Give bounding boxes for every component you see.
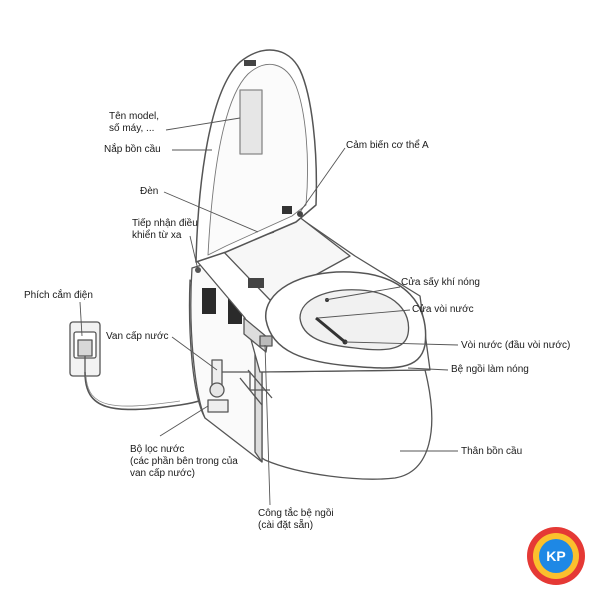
svg-text:KP: KP bbox=[546, 548, 565, 564]
label-bowl-body: Thân bồn cầu bbox=[461, 446, 523, 457]
label-heated-seat: Bệ ngồi làm nóng bbox=[451, 364, 529, 375]
label-lid: Nắp bồn cầu bbox=[104, 144, 161, 155]
label-light: Đèn bbox=[140, 186, 159, 197]
label-nozzle: Vòi nước (đầu vòi nước) bbox=[461, 340, 571, 351]
body-sensor bbox=[282, 206, 292, 214]
label-water-valve: Van cấp nước bbox=[106, 331, 169, 342]
label-body-sensor: Cảm biến cơ thể A bbox=[346, 140, 429, 151]
label-model-name: Tên model,số máy, ... bbox=[109, 111, 160, 134]
label-dryer-outlet: Cửa sấy khí nóng bbox=[401, 277, 480, 288]
label-seat-switch: Công tắc bệ ngồi(cài đặt sẵn) bbox=[258, 508, 334, 531]
model-label bbox=[239, 89, 263, 155]
water-valve bbox=[207, 359, 273, 413]
nozzle bbox=[315, 316, 346, 344]
bowl-opening bbox=[299, 289, 410, 351]
label-nozzle-door: Cửa vòi nước bbox=[412, 304, 474, 315]
label-plug: Phích cắm điện bbox=[24, 290, 93, 301]
kp-logo: KP bbox=[527, 527, 585, 585]
power-plug-icon bbox=[69, 321, 101, 377]
